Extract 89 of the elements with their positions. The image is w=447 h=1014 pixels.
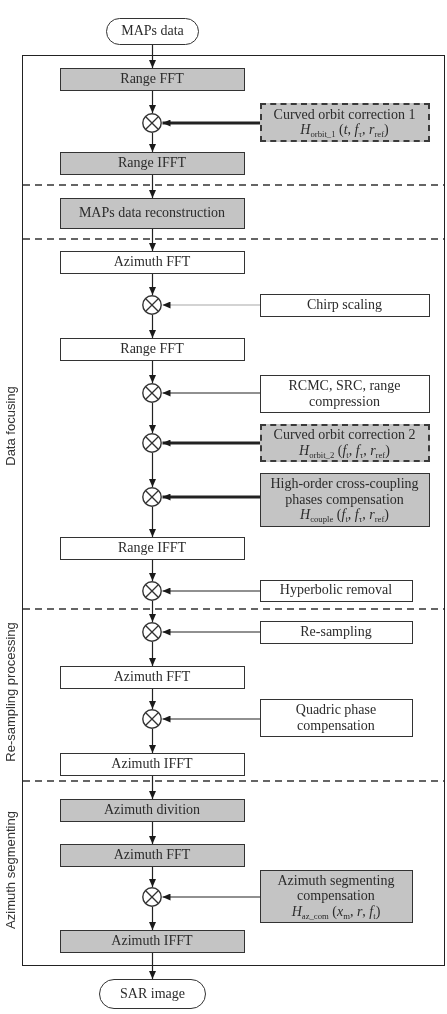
- arrow: [162, 119, 260, 127]
- step-label: Hyperbolic removal: [279, 582, 393, 599]
- step-label: Curved orbit correction 1: [273, 106, 416, 122]
- arrow: [149, 44, 156, 69]
- process-box: [59, 665, 245, 689]
- process-box: [59, 752, 245, 776]
- arrow: [149, 452, 156, 488]
- arrow: [149, 132, 156, 153]
- process-box: [59, 337, 245, 361]
- step-label: Azimuth FFT: [113, 846, 191, 864]
- arrow: [161, 628, 261, 636]
- arrow: [149, 174, 156, 199]
- formula: H$_{orbit_1}$ (t, f$_{τ}$, r$_{ref}$): [300, 122, 389, 138]
- process-box: [259, 374, 430, 413]
- multiplier-symbol: [142, 382, 162, 403]
- formula: H$_{az_com}$ (x$_{m}$, r, f$_{t}$): [291, 903, 381, 920]
- arrow: [162, 493, 260, 501]
- arrow: [149, 228, 156, 252]
- step-label: Range IFFT: [117, 539, 187, 557]
- step-label: Range FFT: [120, 340, 184, 358]
- step-label: Re-sampling: [300, 623, 372, 641]
- process-box: [259, 698, 413, 737]
- step-label: Azimuth IFFT: [111, 932, 193, 950]
- formula: H$_{orbit_2}$ (f$_{t}$, f$_{τ}$, r$_{ref}$): [299, 442, 390, 458]
- process-box: [259, 579, 413, 602]
- step-label: Range IFFT: [117, 154, 187, 172]
- arrow: [149, 402, 156, 434]
- section-label: Data focusing: [2, 386, 18, 466]
- multiplier-symbol: [142, 432, 162, 453]
- step-label: Azimuth FFT: [113, 253, 191, 271]
- arrow: [161, 893, 261, 901]
- arrow: [161, 389, 261, 397]
- arrow: [149, 728, 156, 754]
- step-label: Azimuth divition: [103, 801, 201, 819]
- arrow: [149, 641, 156, 667]
- step-label: RCMC, SRC, range compression: [288, 378, 401, 409]
- formula: H$_{couple}$ (f$_{t}$, f$_{τ}$, r$_{ref}$): [300, 507, 389, 523]
- arrow: [149, 775, 156, 800]
- multiplier-symbol: [142, 708, 162, 729]
- arrow: [161, 587, 261, 595]
- process-box: [59, 250, 245, 274]
- step-label: Curved orbit correction 2: [273, 427, 416, 443]
- arrow: [161, 301, 261, 309]
- arrow: [149, 688, 156, 710]
- arrow: [149, 273, 156, 296]
- step-label: MAPs data: [121, 23, 184, 40]
- process-box: [259, 620, 413, 644]
- arrow: [149, 821, 156, 845]
- step-label: Azimuth FFT: [113, 668, 191, 686]
- arrow: [149, 559, 156, 582]
- arrow: [149, 360, 156, 384]
- outer-frame: [22, 55, 445, 966]
- arrow: [149, 866, 156, 888]
- arrow: [149, 90, 156, 114]
- arrow: [149, 506, 156, 538]
- process-box: [259, 869, 413, 923]
- process-box: [259, 423, 430, 462]
- step-label: SAR image: [120, 985, 185, 1003]
- arrow: [161, 715, 261, 723]
- process-box: [59, 536, 245, 560]
- arrow: [149, 314, 156, 339]
- process-box: [59, 929, 245, 953]
- arrow: [162, 439, 260, 447]
- step-label: Quadric phase compensation: [294, 702, 378, 733]
- arrow: [149, 600, 156, 623]
- step-label: Range FFT: [120, 70, 184, 88]
- terminal-pill: [99, 979, 206, 1009]
- process-box: [59, 151, 245, 175]
- arrow: [149, 906, 156, 931]
- section-label: Azimuth segmenting: [2, 811, 18, 929]
- process-box: [259, 472, 430, 527]
- step-label: Azimuth IFFT: [111, 755, 193, 773]
- multiplier-symbol: [142, 580, 162, 601]
- step-label: MAPs data reconstruction: [78, 204, 226, 222]
- multiplier-symbol: [142, 294, 162, 315]
- multiplier-symbol: [142, 486, 162, 507]
- process-box: [259, 102, 430, 142]
- process-box: [59, 67, 245, 91]
- terminal-pill: [106, 18, 199, 45]
- step-label: Chirp scaling: [306, 296, 382, 314]
- multiplier-symbol: [142, 886, 162, 907]
- section-label: Re-sampling processing: [2, 622, 18, 762]
- arrow: [149, 952, 156, 980]
- process-box: [59, 843, 245, 867]
- multiplier-symbol: [142, 112, 162, 133]
- multiplier-symbol: [142, 621, 162, 642]
- process-box: [59, 197, 245, 229]
- process-box: [259, 293, 430, 317]
- process-box: [59, 798, 245, 822]
